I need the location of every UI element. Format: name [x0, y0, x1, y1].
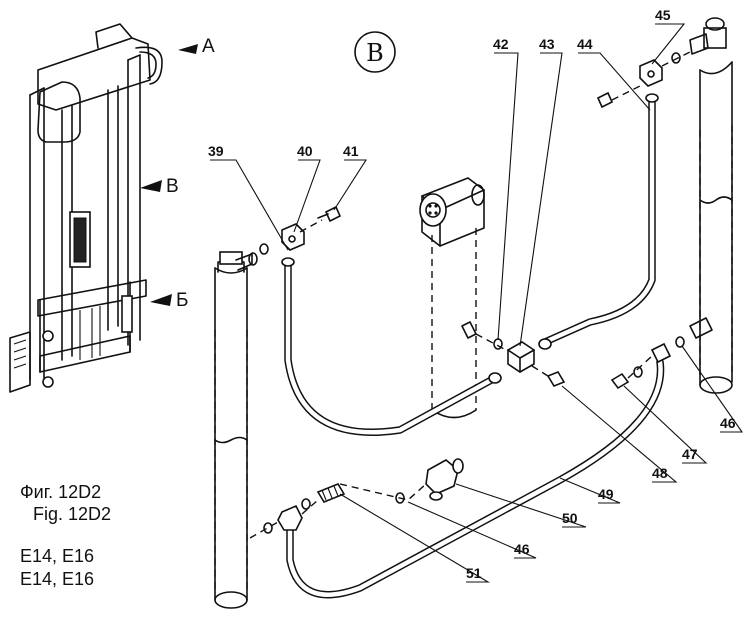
part-number-labels: 39 40 41 42 43 44 45 46 47 48 49 50 46 5… [208, 7, 736, 581]
part-number-43: 43 [539, 36, 555, 52]
fittings [249, 51, 713, 539]
part-number-44: 44 [577, 36, 593, 52]
left-lift-cylinder [214, 251, 258, 609]
part-number-42: 42 [493, 36, 509, 52]
part-number-46-upper: 46 [720, 415, 736, 431]
view-arrow-b-letter: Б [176, 290, 188, 311]
part-number-41: 41 [343, 143, 359, 159]
hydraulic-lines [284, 94, 665, 599]
section-label: B [354, 31, 396, 73]
part-number-50: 50 [562, 510, 578, 526]
part-number-48: 48 [652, 465, 668, 481]
part-number-39: 39 [208, 143, 224, 159]
part-number-45: 45 [655, 7, 671, 23]
view-arrow-a: A [178, 36, 215, 57]
part-number-51: 51 [466, 565, 482, 581]
caption-models-ru: E14, E16 [20, 546, 94, 566]
right-lift-cylinder [689, 17, 733, 394]
part-number-46-lower: 46 [514, 541, 530, 557]
caption-figure-en: Fig. 12D2 [33, 504, 111, 524]
caption-models-en: E14, E16 [20, 569, 94, 589]
view-arrow-b: Б [150, 290, 188, 311]
view-arrow-v: B [140, 176, 179, 197]
view-arrow-a-letter: A [202, 36, 215, 57]
mast-overview-drawing [9, 23, 163, 393]
center-free-lift-cylinder [419, 177, 485, 419]
part-number-47: 47 [682, 446, 698, 462]
section-label-text: B [366, 39, 384, 67]
view-arrow-v-letter: B [166, 176, 179, 197]
figure-captions: Фиг. 12D2 Fig. 12D2 E14, E16 E14, E16 [20, 482, 111, 589]
caption-figure-ru: Фиг. 12D2 [20, 482, 101, 502]
leader-lines [210, 23, 744, 583]
part-number-40: 40 [297, 143, 313, 159]
part-number-49: 49 [598, 486, 614, 502]
